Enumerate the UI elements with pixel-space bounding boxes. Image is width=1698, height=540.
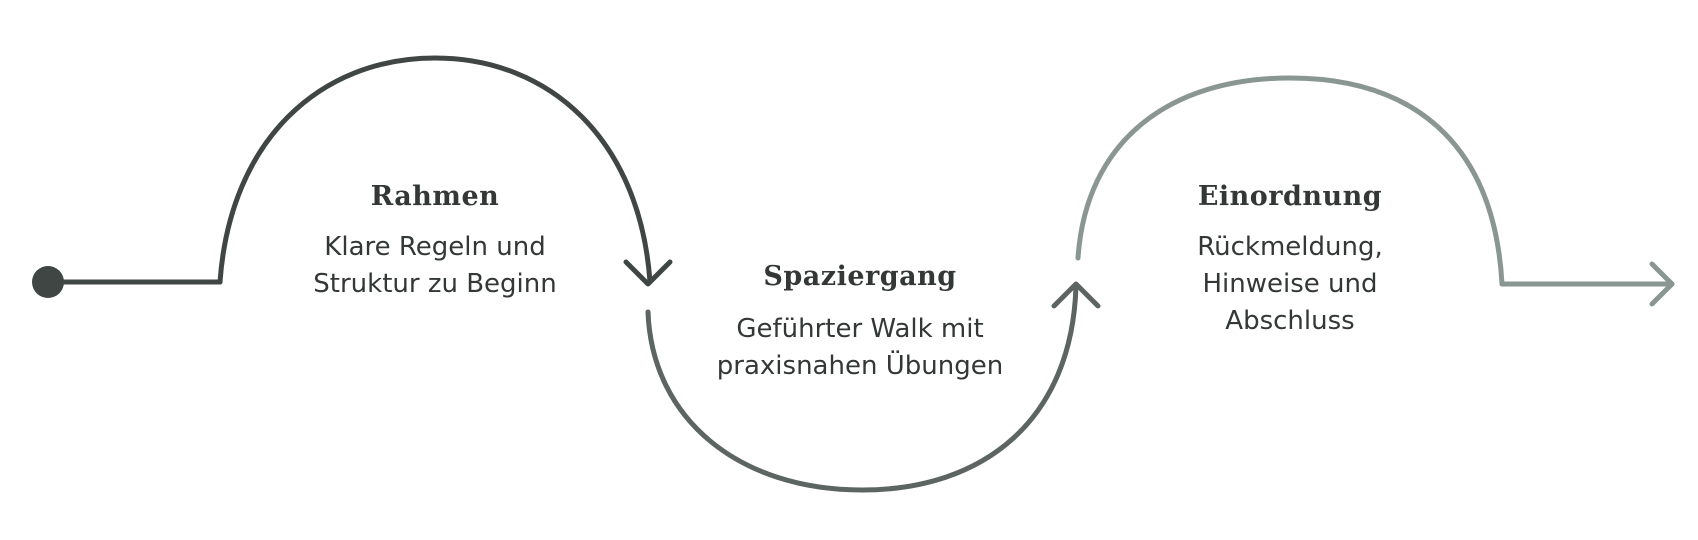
spaziergang-arc bbox=[645, 283, 1079, 493]
step-description-line: Struktur zu Beginn bbox=[313, 269, 556, 299]
rahmen-arc bbox=[217, 55, 653, 285]
stage-einordnung-connector bbox=[1075, 75, 1675, 307]
einordnung-arc bbox=[1075, 75, 1505, 287]
right-arrow-icon bbox=[1649, 261, 1675, 307]
down-arrow-icon bbox=[623, 259, 673, 287]
step-description-line: praxisnahen Übungen bbox=[717, 349, 1003, 381]
step-description-line: Rückmeldung, bbox=[1197, 232, 1383, 262]
step-einordnung: Einordnung Rückmeldung, Hinweise und Abs… bbox=[1197, 181, 1383, 336]
stage-rahmen-connector bbox=[32, 55, 673, 298]
step-spaziergang: Spaziergang Geführter Walk mit praxisnah… bbox=[717, 261, 1003, 381]
step-title: Spaziergang bbox=[763, 261, 956, 292]
step-description-line: Hinweise und bbox=[1202, 269, 1377, 299]
up-arrow-icon bbox=[1051, 281, 1101, 309]
step-description-line: Abschluss bbox=[1225, 306, 1354, 336]
stage-spaziergang-connector bbox=[645, 281, 1101, 493]
step-rahmen: Rahmen Klare Regeln und Struktur zu Begi… bbox=[313, 181, 556, 299]
step-title: Einordnung bbox=[1198, 181, 1382, 212]
step-description-line: Klare Regeln und bbox=[324, 232, 545, 262]
step-title: Rahmen bbox=[371, 181, 500, 212]
step-description-line: Geführter Walk mit bbox=[736, 314, 983, 344]
